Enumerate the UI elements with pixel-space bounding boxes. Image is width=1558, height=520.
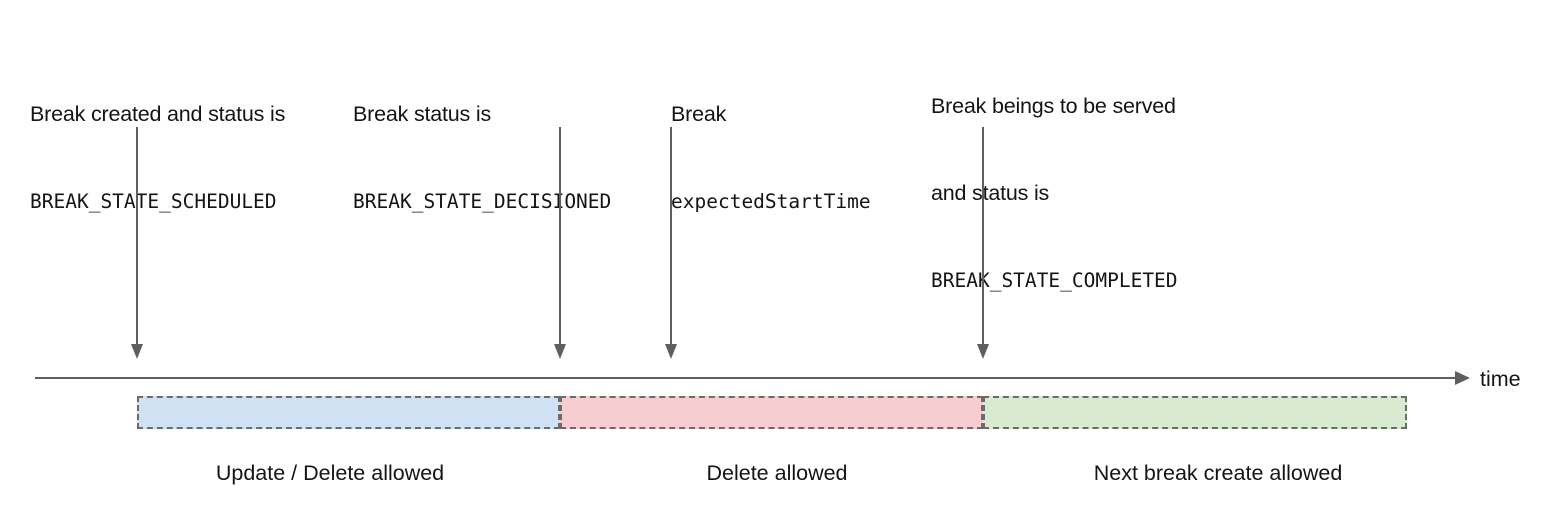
event-annotation-line-2: and status is — [931, 181, 1050, 205]
event-arrow-break-completed — [977, 127, 990, 359]
event-annotation-line-1: Break beings to be served — [931, 94, 1176, 118]
phase-bar-next-break-create-allowed — [983, 396, 1407, 429]
arrow-stem — [559, 127, 561, 344]
event-annotation-state-code: BREAK_STATE_DECISIONED — [353, 190, 612, 213]
arrow-head-icon — [554, 344, 566, 359]
phase-bar-update-delete-allowed — [137, 396, 560, 429]
event-annotation-state-code: BREAK_STATE_SCHEDULED — [30, 190, 277, 213]
arrow-stem — [670, 127, 672, 344]
phase-caption-delete-allowed: Delete allowed — [706, 461, 848, 485]
arrow-head-icon — [977, 344, 989, 359]
event-annotation-expected-start-time: Break expectedStartTime — [671, 42, 871, 274]
phase-caption-update-delete-allowed: Update / Delete allowed — [215, 461, 445, 485]
timeline-axis-label: time — [1480, 367, 1521, 391]
event-arrow-expected-start-time — [665, 127, 678, 359]
event-annotation-break-created: Break created and status is BREAK_STATE_… — [30, 42, 285, 274]
arrow-stem — [982, 127, 984, 344]
event-annotation-field-name: expectedStartTime — [671, 190, 871, 213]
event-arrow-break-created — [131, 127, 144, 359]
event-arrow-break-decisioned — [554, 127, 567, 359]
timeline-axis-arrow-icon — [1455, 370, 1470, 385]
event-annotation-state-code: BREAK_STATE_COMPLETED — [931, 269, 1178, 292]
arrow-head-icon — [131, 344, 143, 359]
phase-bar-delete-allowed — [560, 396, 983, 429]
arrow-head-icon — [665, 344, 677, 359]
event-annotation-break-decisioned: Break status is BREAK_STATE_DECISIONED — [353, 42, 611, 274]
timeline-axis-line — [35, 377, 1455, 379]
phase-caption-next-break-create-allowed: Next break create allowed — [1093, 461, 1343, 485]
arrow-stem — [136, 127, 138, 344]
event-annotation-line-1: Break created and status is — [30, 102, 286, 126]
event-annotation-line-1: Break — [671, 102, 727, 126]
event-annotation-break-completed: Break beings to be served and status is … — [931, 34, 1178, 353]
event-annotation-line-1: Break status is — [353, 102, 491, 126]
